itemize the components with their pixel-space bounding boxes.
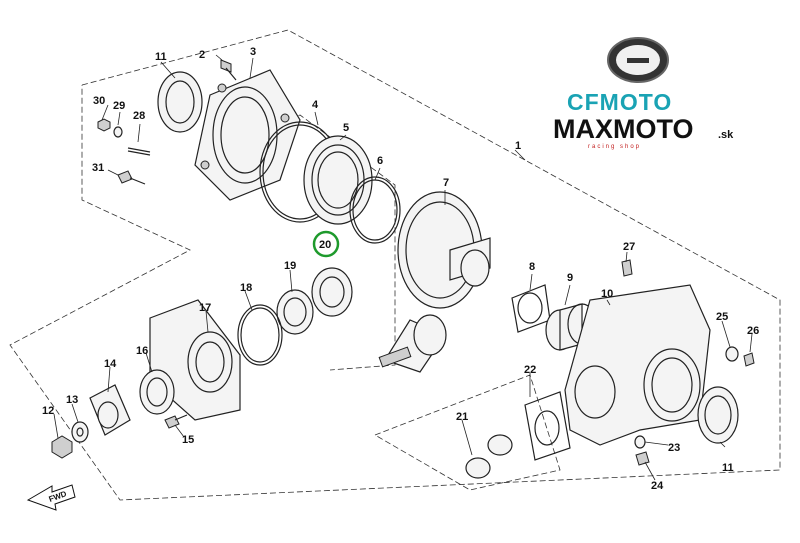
part-7-ring-gear — [397, 191, 491, 309]
part-20-nut — [311, 267, 353, 317]
part-21-bearings — [465, 434, 513, 479]
part-13-washer — [71, 421, 89, 443]
cfmoto-logo: CFMOTO — [567, 37, 672, 115]
part-23-washer — [634, 435, 646, 449]
part-31-bolt — [117, 170, 146, 185]
callout-23: 23 — [668, 442, 680, 454]
part-5-bearing — [303, 135, 373, 225]
part-25-washer — [725, 346, 739, 362]
callout-8: 8 — [529, 261, 535, 273]
callout-28: 28 — [133, 110, 145, 122]
callout-7: 7 — [443, 177, 449, 189]
callout-11-right: 11 — [722, 462, 734, 474]
callout-2: 2 — [199, 49, 205, 61]
part-16-bearing — [139, 369, 175, 415]
shop-name: MAXMOTO — [553, 114, 694, 144]
part-26-plug — [743, 352, 755, 367]
part-18-o-ring — [237, 304, 283, 366]
part-3-housing-cover — [194, 69, 301, 201]
shop-domain: .sk — [718, 129, 734, 141]
fwd-arrow-icon: FWD — [26, 484, 76, 511]
callout-12: 12 — [42, 405, 54, 417]
maxmoto-logo: MAXMOTO .sk racing shop — [553, 114, 734, 150]
part-27-vent — [621, 259, 633, 277]
part-30-nut — [97, 118, 111, 132]
callout-10: 10 — [601, 288, 613, 300]
callout-26: 26 — [747, 325, 759, 337]
part-28-stud — [127, 147, 151, 156]
callout-24: 24 — [651, 480, 664, 492]
part-8-gasket — [511, 284, 551, 333]
callout-15: 15 — [182, 434, 194, 446]
part-10-main-case — [564, 284, 711, 446]
callout-6: 6 — [377, 155, 383, 167]
callout-18: 18 — [240, 282, 252, 294]
leader-lines — [53, 54, 753, 481]
part-14-output-flange — [89, 384, 131, 436]
callout-25: 25 — [716, 311, 728, 323]
callout-22: 22 — [524, 364, 536, 376]
part-29-washer — [113, 126, 123, 138]
callout-9: 9 — [567, 272, 573, 284]
part-11-seal-right — [697, 386, 739, 444]
callout-16: 16 — [136, 345, 148, 357]
pinion-gear — [378, 314, 447, 373]
part-24-plug — [635, 451, 650, 466]
callout-numbers: 1 2 3 4 5 6 7 8 9 10 11 11 12 13 14 15 1… — [42, 46, 759, 492]
shop-tagline: racing shop — [588, 144, 641, 150]
callout-11-left: 11 — [155, 51, 167, 63]
callout-14: 14 — [104, 358, 117, 370]
callout-1: 1 — [515, 140, 521, 152]
callout-27: 27 — [623, 241, 635, 253]
callout-13: 13 — [66, 394, 78, 406]
callout-19: 19 — [284, 260, 296, 272]
part-22-gasket — [524, 391, 571, 461]
callout-30: 30 — [93, 95, 105, 107]
callout-17: 17 — [199, 302, 211, 314]
part-12-nut — [51, 435, 73, 459]
brand-name: CFMOTO — [567, 89, 672, 115]
callout-31: 31 — [92, 162, 104, 174]
callout-3: 3 — [250, 46, 256, 58]
part-19-bearing — [276, 289, 314, 335]
part-20-highlight — [312, 230, 340, 258]
callout-20: 20 — [319, 239, 331, 251]
part-2-bolt — [220, 59, 237, 81]
callout-5: 5 — [343, 122, 349, 134]
callout-29: 29 — [113, 100, 125, 112]
callout-21: 21 — [456, 411, 468, 423]
part-11-seal-left — [157, 71, 203, 133]
callout-4: 4 — [312, 99, 319, 111]
